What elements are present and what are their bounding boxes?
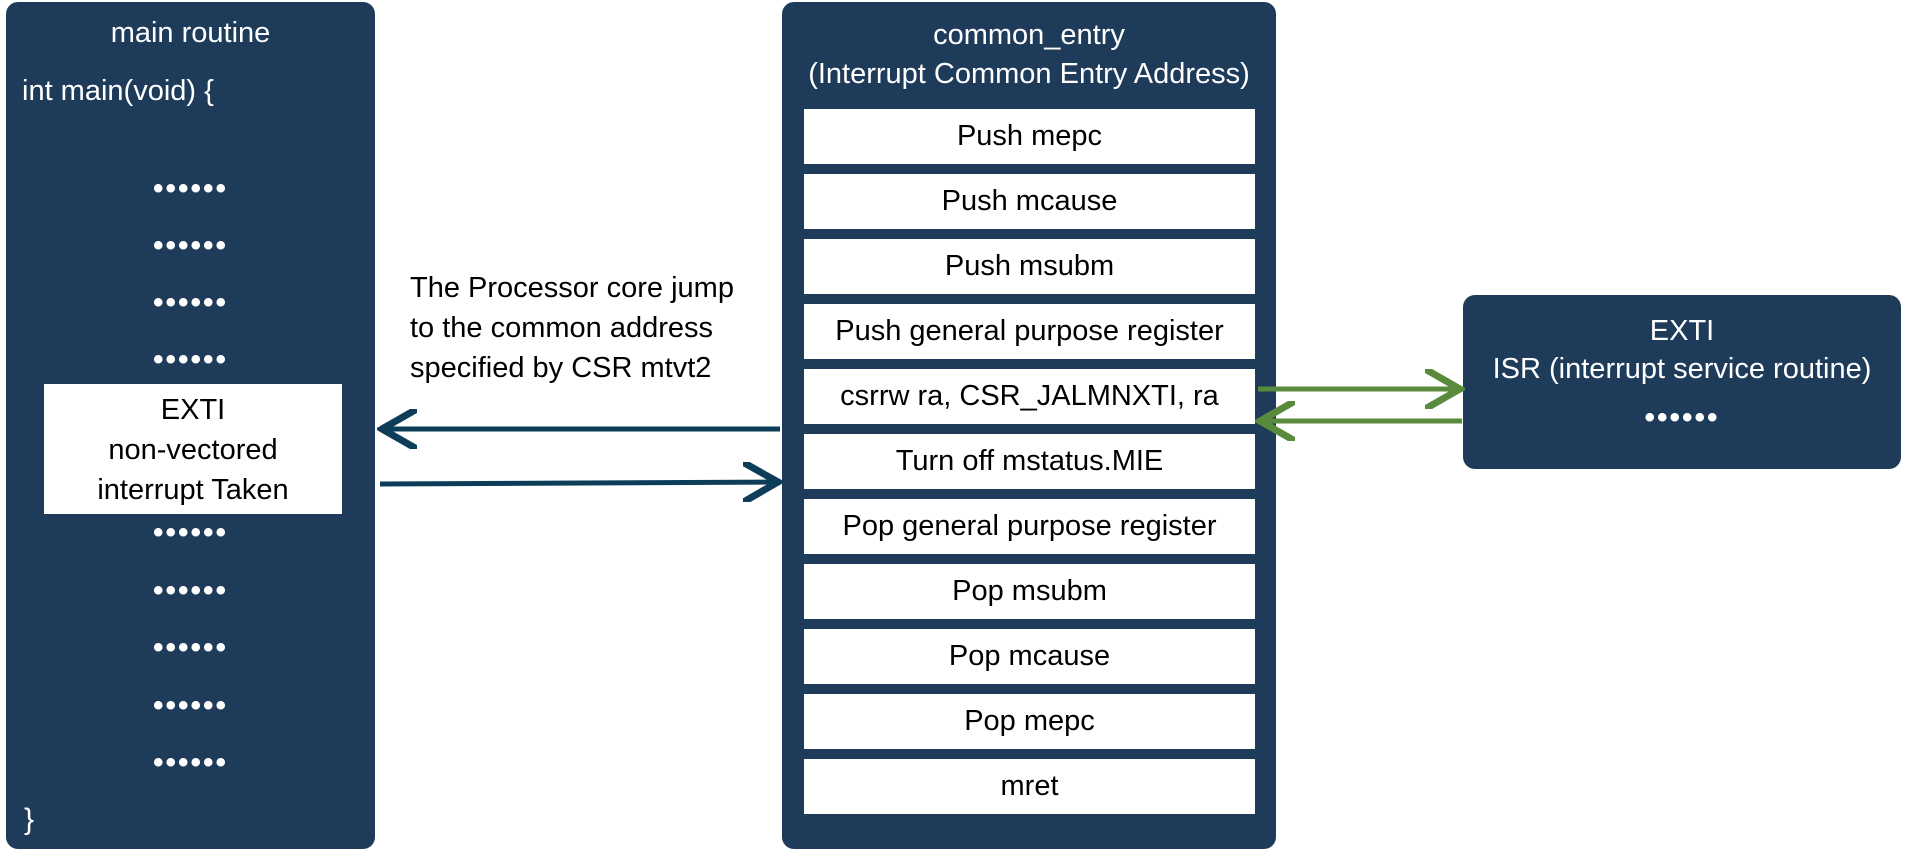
ellipsis-dots: •••••• <box>152 574 229 607</box>
ellipsis-dots: •••••• <box>1644 401 1720 434</box>
exti-taken-line-3: interrupt Taken <box>97 474 289 506</box>
exti-isr-panel: EXTI ISR (interrupt service routine) •••… <box>1463 295 1901 469</box>
exti-taken-line-2: non-vectored <box>108 434 278 466</box>
main-routine-title: main routine <box>110 17 271 49</box>
step-pop-gpr: Pop general purpose register <box>804 499 1255 554</box>
ellipsis-dots: •••••• <box>152 631 229 664</box>
ellipsis-dots: •••••• <box>152 172 229 205</box>
exti-interrupt-taken-box: EXTI non-vectored interrupt Taken <box>44 384 342 514</box>
common-entry-subtitle: (Interrupt Common Entry Address) <box>808 58 1250 90</box>
step-push-mcause: Push mcause <box>804 174 1255 229</box>
caption-line-2: to the common address <box>410 312 714 344</box>
ellipsis-dots: •••••• <box>152 343 229 376</box>
ellipsis-dots: •••••• <box>152 229 229 262</box>
arrow-jump-to-common-entry <box>379 482 778 484</box>
main-function-signature: int main(void) { <box>22 75 214 107</box>
exti-taken-line-1: EXTI <box>160 394 226 426</box>
closing-brace: } <box>24 803 35 836</box>
step-csrrw-jalmnxti: csrrw ra, CSR_JALMNXTI, ra <box>804 369 1255 424</box>
isr-title: EXTI <box>1649 315 1715 347</box>
caption-line-3: specified by CSR mtvt2 <box>410 352 712 384</box>
ellipsis-dots: •••••• <box>152 746 229 779</box>
main-routine-panel: main routine int main(void) { •••••• •••… <box>6 2 375 849</box>
ellipsis-dots: •••••• <box>152 516 229 549</box>
jump-caption: The Processor core jump to the common ad… <box>410 268 790 388</box>
caption-line-1: The Processor core jump <box>410 272 734 304</box>
step-push-msubm: Push msubm <box>804 239 1255 294</box>
step-turn-off-mie: Turn off mstatus.MIE <box>804 434 1255 489</box>
ellipsis-dots: •••••• <box>152 689 229 722</box>
step-mret: mret <box>804 759 1255 814</box>
step-push-gpr: Push general purpose register <box>804 304 1255 359</box>
common-entry-panel: common_entry (Interrupt Common Entry Add… <box>782 2 1276 849</box>
isr-subtitle: ISR (interrupt service routine) <box>1492 353 1872 385</box>
step-pop-msubm: Pop msubm <box>804 564 1255 619</box>
common-entry-title: common_entry <box>933 19 1125 51</box>
step-push-mepc: Push mepc <box>804 109 1255 164</box>
step-pop-mepc: Pop mepc <box>804 694 1255 749</box>
ellipsis-dots: •••••• <box>152 286 229 319</box>
step-pop-mcause: Pop mcause <box>804 629 1255 684</box>
